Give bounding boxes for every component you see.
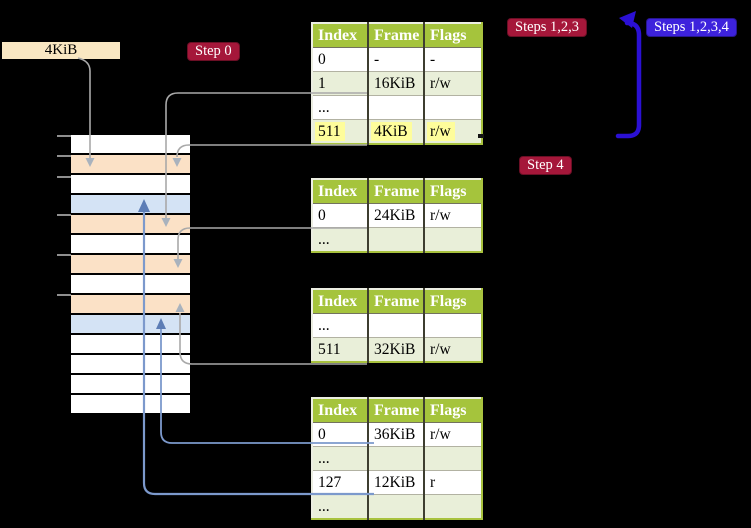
table-row: 511 4KiB r/w (312, 119, 482, 144)
table-cell: r/w (424, 71, 482, 96)
column-header: Frame (368, 23, 425, 48)
memory-frame-empty (71, 375, 190, 395)
table-cell: ... (312, 227, 369, 252)
table-cell (424, 95, 482, 120)
table-cell: 0 (312, 203, 369, 228)
highlighted-value: 4KiB (371, 121, 412, 141)
frame-size-label-box: 4KiB (2, 42, 120, 59)
column-header: Flags (424, 23, 482, 48)
memory-frame-page-table (71, 295, 190, 315)
table-cell: 4KiB (368, 119, 425, 144)
memory-frame-data-page (71, 195, 190, 215)
memory-frame-empty (71, 135, 190, 155)
table-cell: 511 (312, 119, 369, 144)
column-header: Index (312, 398, 369, 423)
column-header: Index (312, 179, 369, 204)
step4-label: Step 4 (519, 156, 572, 175)
highlighted-value: r/w (427, 121, 455, 141)
table-cell (368, 227, 425, 252)
column-header: Frame (368, 179, 425, 204)
memory-frame-empty (71, 335, 190, 355)
memory-frame-page-table (71, 215, 190, 235)
column-header: Frame (368, 398, 425, 423)
highlighted-value: 511 (315, 121, 345, 141)
table-cell (424, 227, 482, 252)
table-cell: 0 (312, 422, 369, 447)
memory-frame-page-table (71, 155, 190, 175)
table-cell: 36KiB (368, 422, 425, 447)
table-cell (424, 313, 482, 338)
table-row: 0-- (312, 47, 482, 72)
table-cell: - (368, 47, 425, 72)
table-cell: ... (312, 95, 369, 120)
physical-memory-column (71, 135, 190, 415)
table-row: ... (312, 494, 482, 519)
table-cell: 1 (312, 71, 369, 96)
table-cell: 32KiB (368, 337, 425, 362)
table-cell: ... (312, 313, 369, 338)
arrow-l1-entry511-to-frame4kib (172, 144, 367, 167)
column-header: Flags (424, 289, 482, 314)
table-cell: ... (312, 494, 369, 519)
column-header: Frame (368, 289, 425, 314)
steps123-label: Steps 1,2,3 (507, 18, 588, 37)
table-cell (368, 494, 425, 519)
table-row: ... (312, 446, 482, 471)
table-cell (424, 446, 482, 471)
column-header: Index (312, 289, 369, 314)
memory-frame-empty (71, 275, 190, 295)
memory-tick-marks (57, 135, 71, 296)
table-cell: 511 (312, 337, 369, 362)
column-header: Index (312, 23, 369, 48)
table-cell: - (424, 47, 482, 72)
table-cell: ... (312, 446, 369, 471)
memory-frame-empty (71, 355, 190, 375)
table-cell (424, 494, 482, 519)
table-row: ... (312, 313, 482, 338)
table-row: ... (312, 95, 482, 120)
table-row: ... (312, 227, 482, 252)
table-cell: r/w (424, 203, 482, 228)
table-cell (368, 446, 425, 471)
table-cell: 0 (312, 47, 369, 72)
memory-frame-empty (71, 235, 190, 255)
table-cell: 127 (312, 470, 369, 495)
steps1234-label: Steps 1,2,3,4 (646, 18, 737, 37)
table-cell: r/w (424, 119, 482, 144)
table-cell: 24KiB (368, 203, 425, 228)
table-cell: 12KiB (368, 470, 425, 495)
table-cell (368, 313, 425, 338)
memory-frame-data-page (71, 315, 190, 335)
column-header: Flags (424, 179, 482, 204)
memory-frame-empty (71, 395, 190, 415)
table-cell (368, 95, 425, 120)
table-cell: r/w (424, 422, 482, 447)
column-header: Flags (424, 398, 482, 423)
memory-frame-page-table (71, 255, 190, 275)
table-cell: r (424, 470, 482, 495)
table-cell: 16KiB (368, 71, 425, 96)
memory-frame-empty (71, 175, 190, 195)
table-cell: r/w (424, 337, 482, 362)
step0-label: Step 0 (187, 42, 240, 61)
